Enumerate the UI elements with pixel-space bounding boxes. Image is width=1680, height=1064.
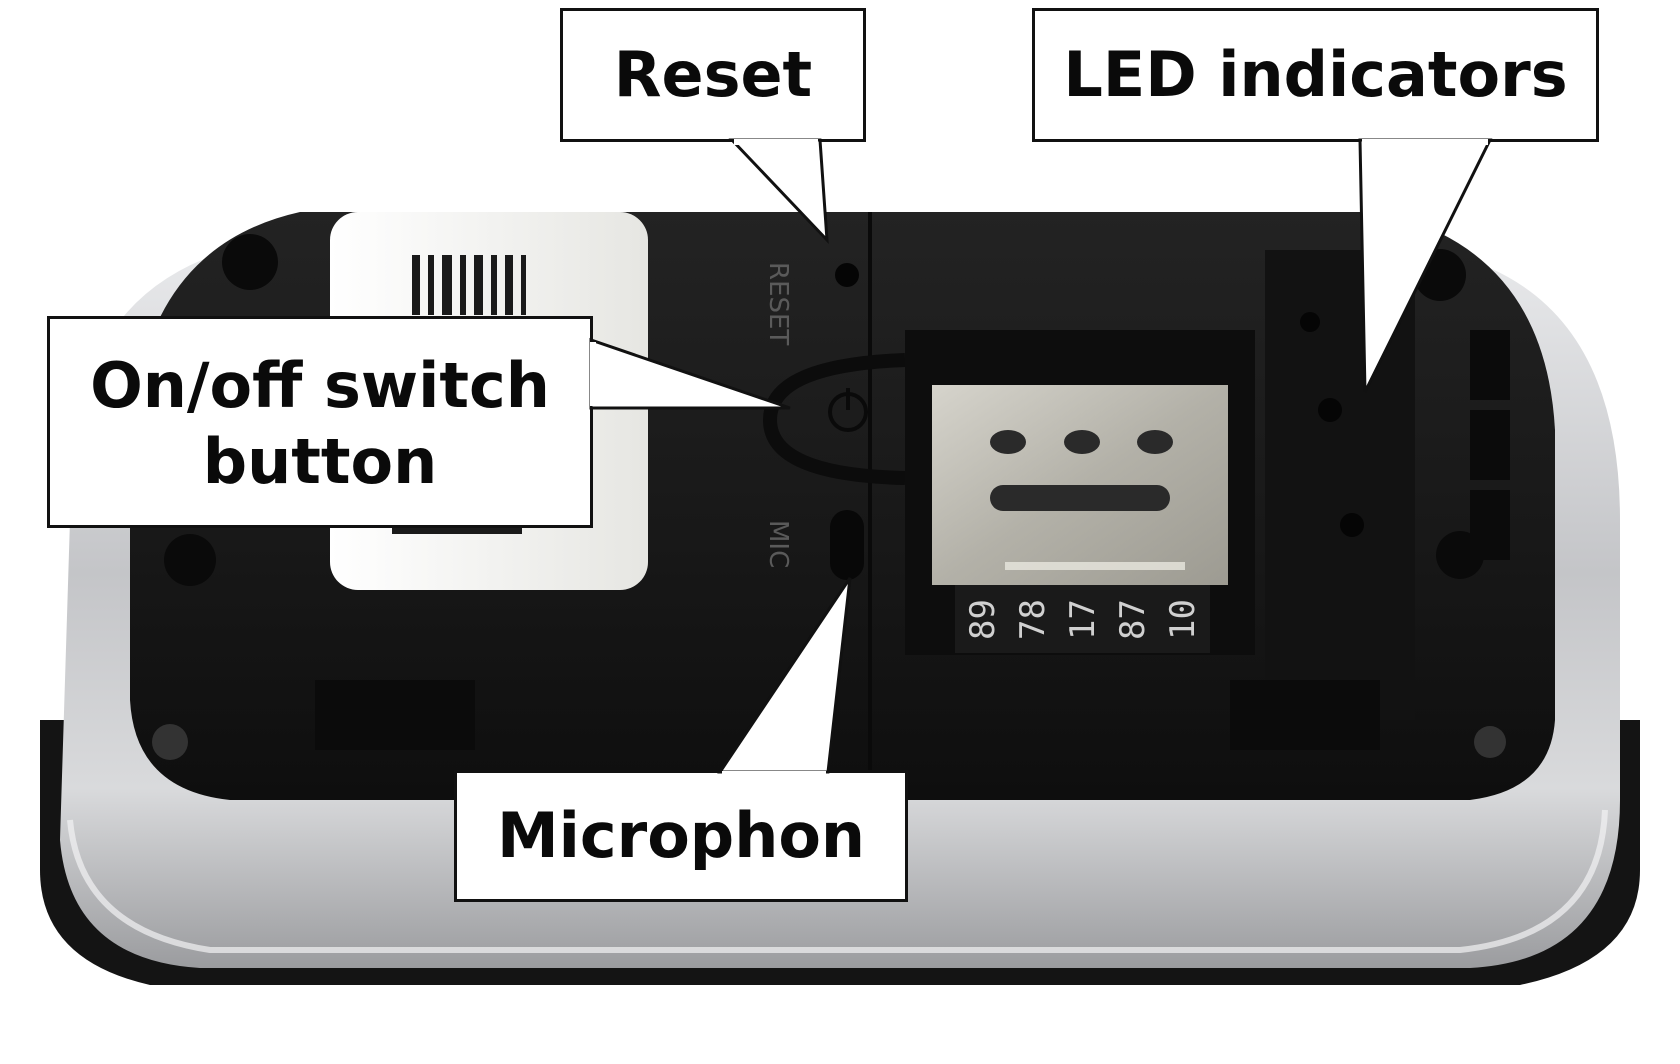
barcode-bars [392, 255, 526, 534]
sim-digit: 17 [1063, 599, 1103, 640]
led-indicator-1 [1300, 312, 1320, 332]
on-off-switch-callout-line2: button [202, 425, 438, 498]
microphone-callout-text: Microphon [496, 799, 866, 873]
sim-digit: 78 [1013, 599, 1053, 640]
led-indicator-2 [1318, 398, 1342, 422]
reset-marking: RESET [763, 262, 793, 345]
led-panel [1265, 250, 1415, 720]
led-indicator-3 [1340, 513, 1364, 537]
power-button-ring [762, 353, 906, 485]
reset-hole [835, 263, 859, 287]
sim-digit: 87 [1113, 599, 1153, 640]
sim-digit: 10 [1163, 599, 1203, 640]
reset-callout: Reset [560, 8, 866, 142]
on-off-switch-callout-line1: On/off switch [90, 349, 550, 423]
led-indicators-callout-text: LED indicators [1063, 38, 1568, 112]
sim-digit: 89 [963, 599, 1003, 640]
front-clip-left [315, 680, 475, 750]
microphone-slot [830, 510, 864, 580]
on-off-switch-callout: On/off switch button [47, 316, 593, 528]
front-clip-right [1230, 680, 1380, 750]
reset-callout-text: Reset [613, 38, 813, 112]
microphone-callout: Microphon [454, 770, 908, 902]
mic-marking: MIC [763, 520, 793, 568]
led-indicators-callout: LED indicators [1032, 8, 1599, 142]
